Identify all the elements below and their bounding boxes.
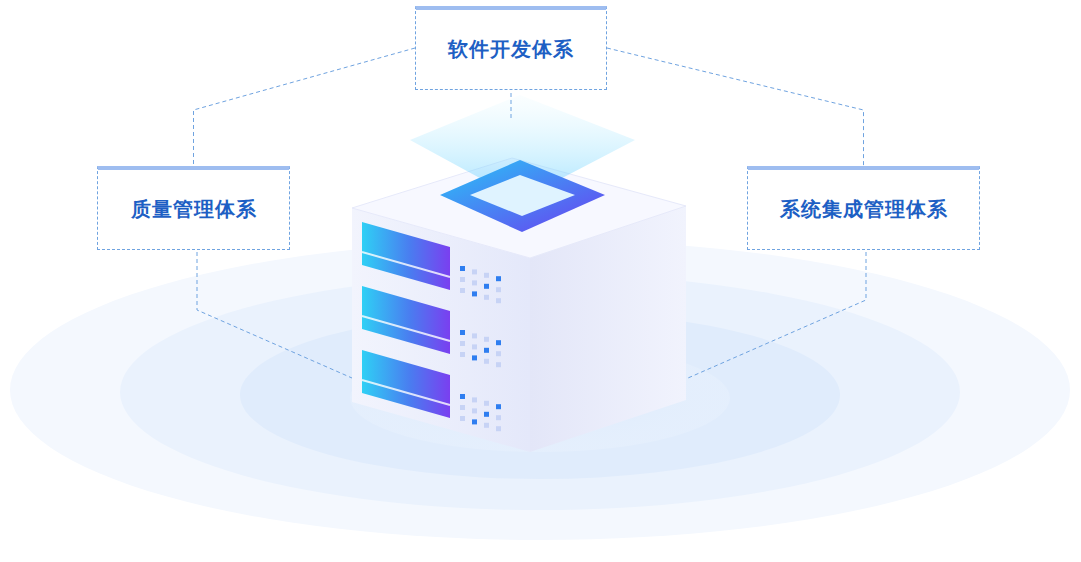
indicator-dot bbox=[496, 276, 501, 281]
indicator-dot bbox=[472, 291, 477, 296]
indicator-dot bbox=[496, 298, 501, 303]
indicator-dot bbox=[484, 348, 489, 353]
server-layer bbox=[352, 158, 686, 324]
system-box: 软件开发体系 bbox=[415, 6, 607, 90]
panel-stripe bbox=[362, 316, 450, 341]
indicator-dot bbox=[496, 340, 501, 345]
indicator-dot bbox=[472, 408, 477, 413]
indicator-dot bbox=[496, 426, 501, 431]
indicator-dot bbox=[496, 415, 501, 420]
indicator-dot bbox=[484, 295, 489, 300]
panel-stripe bbox=[362, 380, 450, 405]
indicator-dot bbox=[460, 416, 465, 421]
box-label: 质量管理体系 bbox=[131, 196, 257, 223]
panel-stripe bbox=[362, 252, 450, 277]
indicator-dot bbox=[460, 341, 465, 346]
indicator-dot bbox=[496, 351, 501, 356]
indicator-dot bbox=[460, 277, 465, 282]
indicator-dot bbox=[496, 362, 501, 367]
box-label: 软件开发体系 bbox=[448, 36, 574, 63]
indicator-dot bbox=[472, 269, 477, 274]
dashed-connector bbox=[194, 48, 416, 166]
indicator-dot bbox=[484, 423, 489, 428]
indicator-dot bbox=[460, 394, 465, 399]
indicator-dot bbox=[460, 352, 465, 357]
indicator-dot bbox=[472, 355, 477, 360]
indicator-dot bbox=[472, 280, 477, 285]
indicator-dot bbox=[496, 287, 501, 292]
indicator-dot bbox=[472, 419, 477, 424]
indicator-dot bbox=[484, 401, 489, 406]
indicator-dot bbox=[484, 359, 489, 364]
system-box: 质量管理体系 bbox=[97, 166, 290, 250]
box-label: 系统集成管理体系 bbox=[780, 196, 948, 223]
indicator-dot bbox=[496, 404, 501, 409]
indicator-dot bbox=[460, 405, 465, 410]
indicator-dot bbox=[460, 330, 465, 335]
indicator-dot bbox=[460, 266, 465, 271]
indicator-dot bbox=[472, 333, 477, 338]
dashed-connector bbox=[607, 48, 864, 166]
indicator-dot bbox=[484, 273, 489, 278]
indicator-dot bbox=[472, 397, 477, 402]
system-box: 系统集成管理体系 bbox=[747, 166, 980, 250]
server-panel bbox=[362, 222, 450, 290]
indicator-dot bbox=[484, 284, 489, 289]
indicator-dot bbox=[484, 337, 489, 342]
indicator-dot bbox=[484, 412, 489, 417]
indicator-dot bbox=[472, 344, 477, 349]
indicator-dot bbox=[460, 288, 465, 293]
